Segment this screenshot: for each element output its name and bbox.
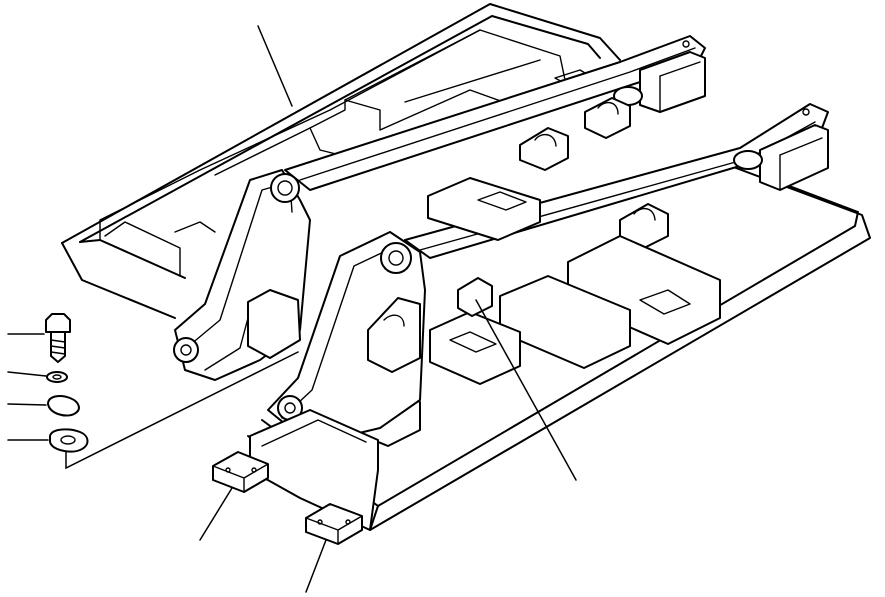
frame-left-wall [61, 242, 176, 319]
lock-washer-hole [52, 374, 62, 380]
center-crossmember [427, 177, 541, 241]
bolt-head [45, 313, 71, 333]
right-tower [267, 231, 426, 441]
leader-lock-washer [7, 371, 47, 377]
left-tower-window [247, 289, 301, 359]
front-bracket-right-hole-2 [345, 519, 351, 525]
shim-plate [47, 395, 80, 417]
left-tower-pivot-boss [270, 173, 300, 203]
leader-side-pad [475, 299, 577, 481]
front-bracket-right-hole-1 [317, 519, 323, 525]
side-pad [457, 277, 493, 317]
center-crossmember-window [477, 191, 527, 211]
front-bracket-right [305, 503, 363, 545]
frame-right-rim [369, 161, 871, 531]
leader-shim [7, 403, 47, 406]
mount-plate [49, 428, 89, 453]
bolt [45, 313, 71, 363]
left-tower-gusset [204, 317, 249, 371]
leader-lines [7, 25, 577, 593]
upper-arm-right-endbox [759, 124, 829, 191]
floor-bracket-1 [519, 127, 569, 171]
right-tower-slot-detail [383, 314, 405, 327]
right-floor-box-window [639, 289, 691, 315]
leader-front-bracket-left [199, 487, 233, 541]
upper-arm-left-endbox [639, 51, 706, 113]
front-bracket-left-hole-1 [225, 467, 231, 473]
front-bracket-left [212, 451, 269, 493]
frame-back-inner-rim [79, 15, 601, 243]
frame-left-stub [174, 221, 216, 233]
upper-arm-right-endbox-detail [779, 137, 823, 191]
upper-arm-right-pin-hole [802, 108, 810, 116]
floor-bracket-1-slot [534, 133, 557, 147]
frame-left-wall-inner [79, 239, 186, 279]
left-tower-lower-hole [180, 344, 192, 356]
mount-plate-hole [60, 435, 76, 445]
frame-rear-floor-line [404, 59, 541, 103]
front-bracket-left-body [212, 451, 269, 493]
floor-brackets [319, 97, 721, 447]
upper-arm-left [284, 35, 706, 191]
upper-arm-left-pin-hole [682, 40, 690, 48]
main-frame [61, 3, 871, 531]
right-tower-window [367, 297, 421, 373]
right-tower-lower-hole [284, 402, 296, 414]
front-floor-plate-detail [261, 419, 367, 447]
floor-bracket-3-slot [633, 207, 656, 221]
upper-arm-left-edge [299, 47, 696, 181]
floor-bracket-2-slot [597, 101, 619, 115]
front-bracket-left-hole-2 [251, 467, 257, 473]
frame-right-rim-inner [377, 174, 859, 507]
right-tower-pivot-hole [388, 250, 404, 266]
front-compartment-slot [449, 331, 497, 353]
floor-bracket-2 [584, 97, 631, 139]
right-tower-pivot-boss [380, 242, 412, 274]
frame-floor-ridge [99, 29, 481, 241]
upper-arm-left-endbox-detail [659, 61, 701, 113]
left-tower-pivot-hole [277, 180, 293, 196]
leader-main-frame [257, 25, 293, 107]
frame-outer-rim [61, 3, 621, 244]
front-bracket-right-body [305, 503, 363, 545]
bolt-threads [50, 339, 66, 355]
arm-right-boss [733, 150, 763, 170]
lock-washer [46, 371, 68, 383]
front-bracket-right-top [305, 515, 363, 545]
left-tower [173, 169, 311, 381]
left-tower-lower-boss [173, 337, 199, 363]
frame-rear-partition-1 [344, 89, 521, 131]
frame-left-compartment [104, 221, 181, 276]
leader-front-bracket-right [305, 539, 327, 593]
leader-mount-plate-to-tower [65, 351, 299, 470]
front-bracket-left-top [212, 463, 269, 493]
